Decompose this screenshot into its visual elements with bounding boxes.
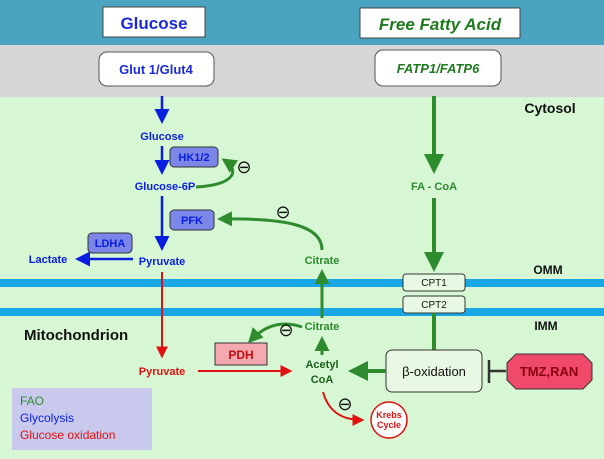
enzyme-ldha-label: LDHA bbox=[95, 238, 126, 250]
fatp-transporter-box bbox=[374, 49, 502, 87]
metabolite-coa: CoA bbox=[311, 374, 334, 386]
enzyme-pfk-label: PFK bbox=[181, 215, 203, 227]
legend-glycolysis: Glycolysis bbox=[20, 411, 74, 425]
krebs-cycle-label-line2: Cycle bbox=[377, 420, 401, 430]
glut-transporter-label: Glut 1/Glut4 bbox=[119, 62, 193, 77]
legend-glucose-oxidation: Glucose oxidation bbox=[20, 428, 115, 442]
enzyme-hk-box bbox=[169, 146, 219, 168]
metabolite-glucose: Glucose bbox=[140, 131, 183, 143]
drug-label: TMZ,RAN bbox=[520, 364, 579, 379]
feedback-citrate-to-pdh bbox=[247, 322, 303, 344]
enzyme-pdh-box bbox=[214, 342, 268, 366]
legend-box bbox=[12, 388, 152, 450]
cpt1-label: CPT1 bbox=[421, 278, 447, 289]
outer-mitochondrial-membrane bbox=[0, 279, 604, 287]
metabolite-citrate-cytosol: Citrate bbox=[305, 255, 340, 267]
krebs-cycle-label-line1: Krebs bbox=[376, 410, 402, 420]
metabolite-pyruvate-mito: Pyruvate bbox=[139, 366, 185, 378]
enzyme-pfk-box bbox=[169, 209, 215, 231]
feedback-citrate-to-pfk bbox=[217, 211, 324, 251]
free-fatty-acid-header-box bbox=[359, 7, 521, 39]
metabolite-citrate-mito: Citrate bbox=[305, 321, 340, 333]
cytosol-label: Cytosol bbox=[524, 100, 575, 116]
legend-fao: FAO bbox=[20, 394, 44, 408]
inhibition-symbol-pdh: ⊖ bbox=[278, 320, 293, 340]
enzyme-pdh-label: PDH bbox=[228, 348, 253, 362]
glucose-header-box bbox=[102, 6, 206, 38]
enzyme-hk-label: HK1/2 bbox=[178, 152, 209, 164]
metabolite-glucose-6p: Glucose-6P bbox=[135, 181, 196, 193]
drug-octagon bbox=[506, 353, 593, 390]
free-fatty-acid-header-label: Free Fatty Acid bbox=[379, 15, 502, 34]
inner-mitochondrial-membrane bbox=[0, 308, 604, 316]
imm-label: IMM bbox=[534, 319, 557, 333]
feedback-g6p-to-hk bbox=[195, 158, 239, 189]
metabolite-pyruvate: Pyruvate bbox=[139, 256, 185, 268]
glut-transporter-box bbox=[98, 51, 215, 87]
cpt2-label: CPT2 bbox=[421, 300, 447, 311]
krebs-cycle-circle bbox=[370, 401, 408, 439]
glucose-header-label: Glucose bbox=[120, 14, 187, 33]
mitochondrion-label: Mitochondrion bbox=[24, 327, 128, 344]
arrow-acetyl-coa-to-krebs bbox=[322, 391, 365, 426]
omm-label: OMM bbox=[533, 263, 562, 277]
beta-oxidation-label: β-oxidation bbox=[402, 364, 466, 379]
metabolite-fa-coa: FA - CoA bbox=[411, 181, 457, 193]
enzyme-ldha-box bbox=[87, 232, 133, 254]
inhibition-symbol-hk: ⊖ bbox=[236, 157, 251, 177]
inhibition-symbol-pfk: ⊖ bbox=[275, 202, 290, 222]
cpt1-box bbox=[402, 273, 466, 292]
fatp-transporter-label: FATP1/FATP6 bbox=[397, 61, 480, 76]
metabolite-lactate: Lactate bbox=[29, 254, 68, 266]
inhibition-symbol-krebs: ⊖ bbox=[337, 394, 352, 414]
plasma-membrane-band bbox=[0, 45, 604, 97]
metabolite-acetyl: Acetyl bbox=[305, 359, 338, 371]
